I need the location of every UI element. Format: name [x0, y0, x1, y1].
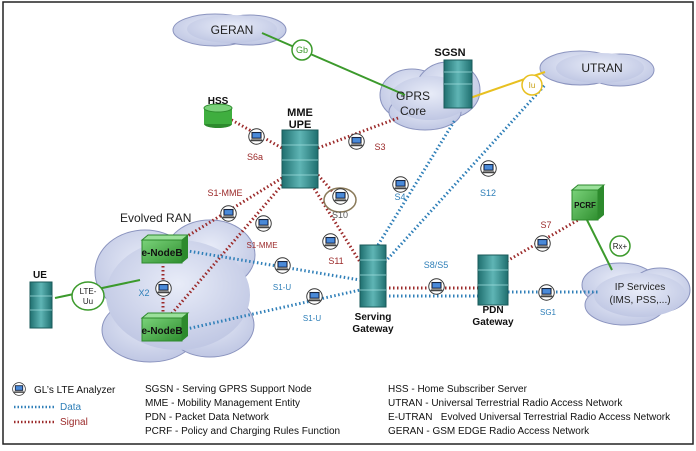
utran-cloud: [539, 50, 655, 87]
s1-mme-label-top: S1-MME: [207, 188, 242, 198]
pdn-gateway-server[interactable]: [477, 254, 509, 306]
analyzer-icon-s6a[interactable]: [248, 128, 265, 145]
legend-def-utran: UTRAN - Universal Terrestrial Radio Acce…: [388, 398, 623, 409]
analyzer-icon-s4[interactable]: [392, 176, 409, 193]
analyzer-icon-s1-mme[interactable]: [220, 205, 237, 222]
rx-plus-badge: [609, 235, 631, 257]
lte-uu-label-2: Uu: [83, 297, 93, 306]
pcrf-node[interactable]: [570, 184, 606, 221]
legend-def-hss: HSS - Home Subscriber Server: [388, 384, 528, 395]
ip-services-label-2: (IMS, PSS,...): [609, 295, 670, 306]
lte-uu-badge: [71, 281, 105, 311]
legend-def-e-utran: E-UTRAN Evolved Universal Terrestrial Ra…: [388, 412, 671, 423]
enodeb-top-box[interactable]: [140, 234, 190, 264]
enodeb-bottom-label: e-NodeB: [141, 326, 182, 337]
s7-label: S7: [540, 220, 551, 230]
serving-gateway-server[interactable]: [359, 244, 387, 308]
sgsn-server[interactable]: [443, 59, 473, 109]
legend-def-pcrf: PCRF - Policy and Charging Rules Functio…: [145, 426, 340, 437]
pcrf-ip-link: [586, 219, 613, 271]
enodeb-top-label: e-NodeB: [141, 248, 182, 259]
utran-label: UTRAN: [581, 61, 622, 75]
iu-badge: [521, 74, 543, 96]
upe-label: UPE: [289, 119, 312, 131]
legend-def-sgsn: SGSN - Serving GPRS Support Node: [145, 384, 312, 395]
serving-gateway-label-2: Gateway: [352, 324, 394, 335]
gprs-core-label-1: GPRS: [396, 89, 430, 103]
s1-mme-label-mid: S1-MME: [246, 241, 277, 250]
analyzer-icon-sg1[interactable]: [538, 284, 555, 301]
s11-label: S11: [328, 256, 343, 266]
geran-gprs-link: [261, 32, 406, 96]
s4-label: S4: [394, 192, 405, 202]
geran-label: GERAN: [211, 23, 254, 37]
pcrf-label: PCRF: [574, 201, 596, 210]
gb-label: Gb: [296, 45, 308, 55]
legend-def-mme: MME - Mobility Management Entity: [145, 398, 300, 409]
s1u-label-bottom: S1-U: [303, 314, 321, 323]
s3-label: S3: [374, 142, 385, 152]
s8-s5-label: S8/S5: [424, 260, 449, 270]
legend-data-label: Data: [60, 402, 82, 413]
analyzer-icon-s1u-bottom[interactable]: [306, 288, 323, 305]
s10-loop: [323, 187, 357, 213]
analyzer-icon-s1-mme-2[interactable]: [255, 215, 272, 232]
hss-label: HSS: [208, 96, 229, 107]
analyzer-icon-s1u-top[interactable]: [274, 257, 291, 274]
analyzer-icon-s7[interactable]: [534, 235, 551, 252]
s12-label: S12: [480, 188, 496, 198]
sg1-label: SG1: [540, 308, 557, 317]
ip-services-label-1: IP Services: [615, 282, 665, 293]
rx-plus-label: Rx+: [613, 242, 628, 251]
sgsn-label: SGSN: [434, 47, 465, 59]
pdn-gateway-label-2: Gateway: [472, 317, 514, 328]
enodeb-bottom-box[interactable]: [140, 312, 190, 342]
analyzer-icon-s8-s5[interactable]: [428, 278, 445, 295]
legend-def-geran: GERAN - GSM EDGE Radio Access Network: [388, 426, 590, 437]
ue-label: UE: [33, 270, 47, 281]
pdn-gateway-label-1: PDN: [482, 305, 503, 316]
analyzer-icon-x2[interactable]: [155, 280, 172, 297]
serving-gateway-label-1: Serving: [355, 312, 392, 323]
analyzer-icon-s12[interactable]: [480, 160, 497, 177]
s6a-label: S6a: [247, 152, 263, 162]
legend-def-pdn: PDN - Packet Data Network: [145, 412, 270, 423]
analyzer-icon-s11[interactable]: [322, 233, 339, 250]
s10-label: S10: [332, 210, 348, 220]
analyzer-icon-s3[interactable]: [348, 133, 365, 150]
legend-signal-label: Signal: [60, 417, 88, 428]
s1u-label-top: S1-U: [273, 283, 291, 292]
ip-services-cloud: [581, 262, 691, 326]
iu-label: Iu: [529, 81, 536, 90]
outer-frame: [2, 1, 694, 445]
gb-badge: [291, 39, 313, 61]
ue-device[interactable]: [29, 281, 53, 329]
evolved-ran-label: Evolved RAN: [120, 211, 191, 225]
gprs-core-label-2: Core: [400, 104, 426, 118]
mme-upe-server[interactable]: [281, 129, 319, 189]
hss-node[interactable]: [203, 103, 233, 128]
x2-label: X2: [138, 288, 149, 298]
analyzer-icon-s10[interactable]: [332, 188, 349, 205]
lte-uu-label-1: LTE-: [80, 287, 97, 296]
mme-label: MME: [287, 107, 313, 119]
geran-cloud: [172, 13, 287, 47]
legend-analyzer-label: GL’s LTE Analyzer: [34, 385, 116, 396]
legend-analyzer-icon: [12, 382, 26, 396]
